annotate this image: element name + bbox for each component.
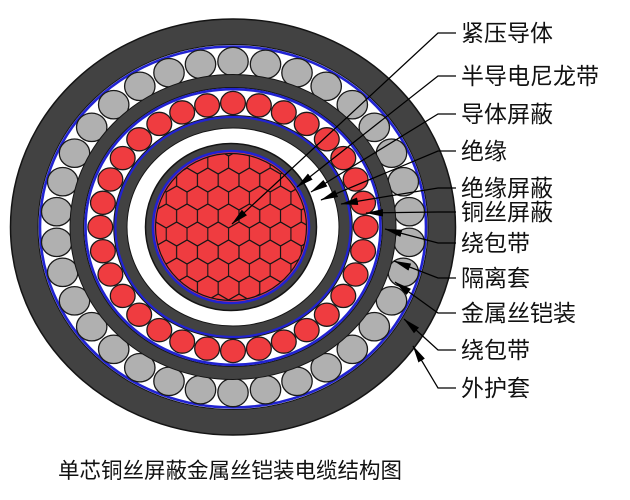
leader-line-conductor-shield (310, 113, 456, 193)
armor-wire (375, 138, 408, 169)
label-separation-sheath: 隔离套 (461, 266, 530, 291)
copper-shield-wire (313, 302, 340, 327)
copper-shield-wire (87, 214, 114, 240)
copper-shield-wire (342, 167, 369, 192)
label-semiconductive-nylon-tape: 半导电尼龙带 (461, 64, 599, 89)
armor-wire (249, 374, 282, 405)
armor-wire (358, 311, 391, 342)
copper-shield-wire (89, 238, 116, 264)
label-compressed-conductor: 紧压导体 (461, 21, 553, 46)
copper-shield-wire (194, 336, 221, 361)
copper-shield-wire (169, 100, 196, 125)
copper-shield-wire (97, 167, 124, 192)
copper-shield-wire (109, 283, 136, 309)
copper-shield-wire (126, 127, 153, 152)
armor-wire (97, 89, 130, 120)
armor-wire (217, 377, 249, 408)
cable-layers (9, 18, 457, 436)
copper-shield-wire (97, 262, 124, 287)
armor-wire (310, 352, 343, 383)
armor-wire (58, 138, 91, 169)
copper-shield-wire (270, 329, 297, 354)
label-outer-sheath: 外护套 (461, 376, 530, 401)
copper-shield-wire (270, 100, 297, 125)
diagram-caption: 单芯铜丝屏蔽金属丝铠装电缆结构图 (58, 459, 402, 483)
copper-shield-wire (313, 127, 340, 152)
armor-wire (217, 46, 249, 77)
copper-shield-wire (109, 145, 136, 171)
copper-shield-wire (169, 329, 196, 354)
wrapping-tape-outer-ring (38, 45, 428, 409)
armor-wire (58, 285, 91, 316)
label-insulation-shield: 绝缘屏蔽 (461, 176, 553, 201)
armor-wire (75, 311, 108, 342)
leader-line-conductor (231, 32, 456, 225)
armor-wire (123, 352, 156, 383)
label-insulation: 绝缘 (461, 139, 507, 164)
insulation-shield-tape-edge (114, 115, 352, 339)
copper-shield-wire (293, 111, 320, 137)
conductor-outline (154, 152, 308, 302)
armor-wire (249, 49, 282, 80)
copper-shield-wire (245, 93, 272, 118)
armor-wire (184, 49, 217, 80)
armor-wire (40, 227, 73, 258)
leader-line-nylon-tape (296, 75, 456, 188)
armor-wire (75, 112, 108, 143)
label-wrapping-tape-1: 绕包带 (461, 231, 530, 256)
armor-wire (123, 71, 156, 102)
armor-wire (40, 196, 73, 227)
armor-wire (97, 334, 130, 365)
copper-shield-wire (342, 262, 369, 287)
copper-shield-wire (350, 190, 377, 216)
armor-wire (336, 334, 369, 365)
leader-lines (231, 32, 456, 389)
armor-wire (310, 71, 343, 102)
armor-wire (336, 89, 369, 120)
copper-shield-wire (219, 90, 247, 116)
copper-wire-shield-group (87, 90, 379, 364)
leader-line-wrapping-tape-1 (384, 228, 456, 244)
label-metal-wire-armor: 金属丝铠装 (461, 301, 576, 326)
copper-shield-wire (126, 302, 153, 327)
label-conductor-shield: 导体屏蔽 (461, 102, 553, 127)
leader-line-copper-shield (365, 208, 456, 217)
wrapping-tape-inner-ring (84, 87, 382, 367)
label-copper-wire-shield: 铜丝屏蔽 (461, 200, 553, 225)
label-wrapping-tape-2: 绕包带 (461, 338, 530, 363)
leader-line-armor (394, 281, 456, 314)
copper-shield-wire (330, 145, 357, 171)
armor-wire (46, 257, 79, 288)
copper-shield-wire (194, 93, 221, 118)
leader-line-insulation-shield (340, 187, 456, 205)
armor-wire (387, 257, 420, 288)
leader-line-insulation (320, 150, 456, 201)
copper-shield-wire (352, 214, 379, 240)
leader-line-outer-sheath (412, 345, 456, 389)
copper-shield-wire (350, 238, 377, 264)
copper-shield-wire (330, 283, 357, 309)
copper-shield-wire (245, 336, 272, 361)
leader-line-separation-sheath (393, 260, 456, 279)
copper-shield-wire (219, 338, 247, 364)
armor-wire (46, 166, 79, 197)
copper-shield-wire (146, 317, 173, 343)
copper-shield-wire (146, 111, 173, 137)
armor-wire (184, 374, 217, 405)
leader-line-wrapping-tape-2 (403, 318, 456, 351)
layer-labels: 紧压导体 半导电尼龙带 导体屏蔽 绝缘 绝缘屏蔽 铜丝屏蔽 绕包带 隔离套 金属… (461, 21, 599, 401)
copper-shield-wire (293, 317, 320, 343)
copper-shield-wire (89, 190, 116, 216)
